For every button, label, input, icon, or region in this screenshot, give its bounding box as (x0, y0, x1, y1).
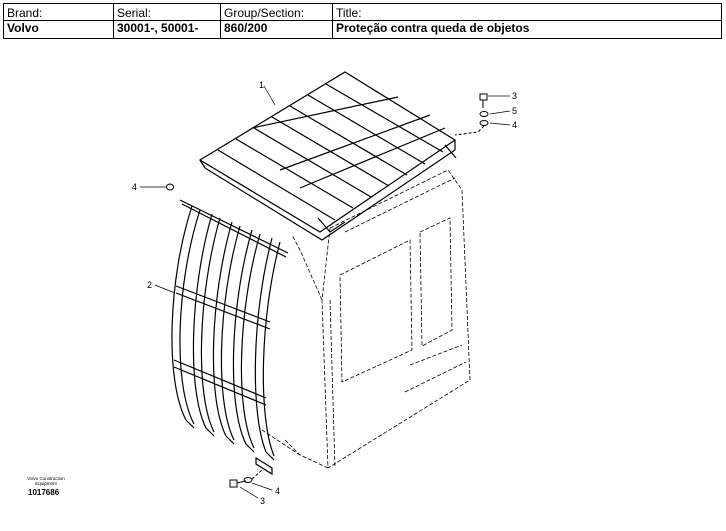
hardware-left (166, 183, 174, 191)
group-cell: Group/Section: 860/200 (221, 4, 333, 38)
title-label: Title: (336, 6, 362, 20)
callout-bolt-bottom: 3 (260, 496, 265, 506)
company-caption: Volvo Construction Equipment (20, 476, 72, 486)
company-line2: Equipment (35, 481, 57, 486)
leader-lines (140, 85, 511, 499)
parts-header-table: Brand: Volvo Serial: 30001-, 50001- Grou… (3, 3, 722, 39)
drawing-number: 1017686 (28, 488, 60, 497)
roof-guard (198, 71, 457, 241)
callout-front-guard: 2 (147, 280, 152, 290)
callout-washer-top: 4 (512, 120, 517, 130)
group-label: Group/Section: (224, 6, 305, 20)
callout-bolt-top: 3 (512, 91, 517, 101)
callout-spacer-top: 5 (512, 106, 517, 116)
callout-washer-left: 4 (132, 182, 137, 192)
hardware-bottom (229, 469, 263, 488)
group-value: 860/200 (221, 20, 332, 36)
title-cell: Title: Proteção contra queda de objetos (333, 4, 721, 38)
brand-cell: Brand: Volvo (4, 4, 114, 38)
callout-roof-guard: 1 (259, 80, 264, 90)
company-line1: Volvo Construction (27, 476, 65, 481)
front-guard (171, 199, 289, 476)
hardware-top (454, 93, 489, 136)
serial-label: Serial: (117, 6, 152, 20)
callout-washer-bottom: 4 (275, 486, 280, 496)
cab-outline (261, 169, 471, 469)
serial-cell: Serial: 30001-, 50001- (114, 4, 221, 38)
brand-label: Brand: (7, 6, 43, 20)
brand-value: Volvo (4, 20, 113, 36)
title-value: Proteção contra queda de objetos (333, 20, 721, 36)
serial-value: 30001-, 50001- (114, 20, 220, 36)
